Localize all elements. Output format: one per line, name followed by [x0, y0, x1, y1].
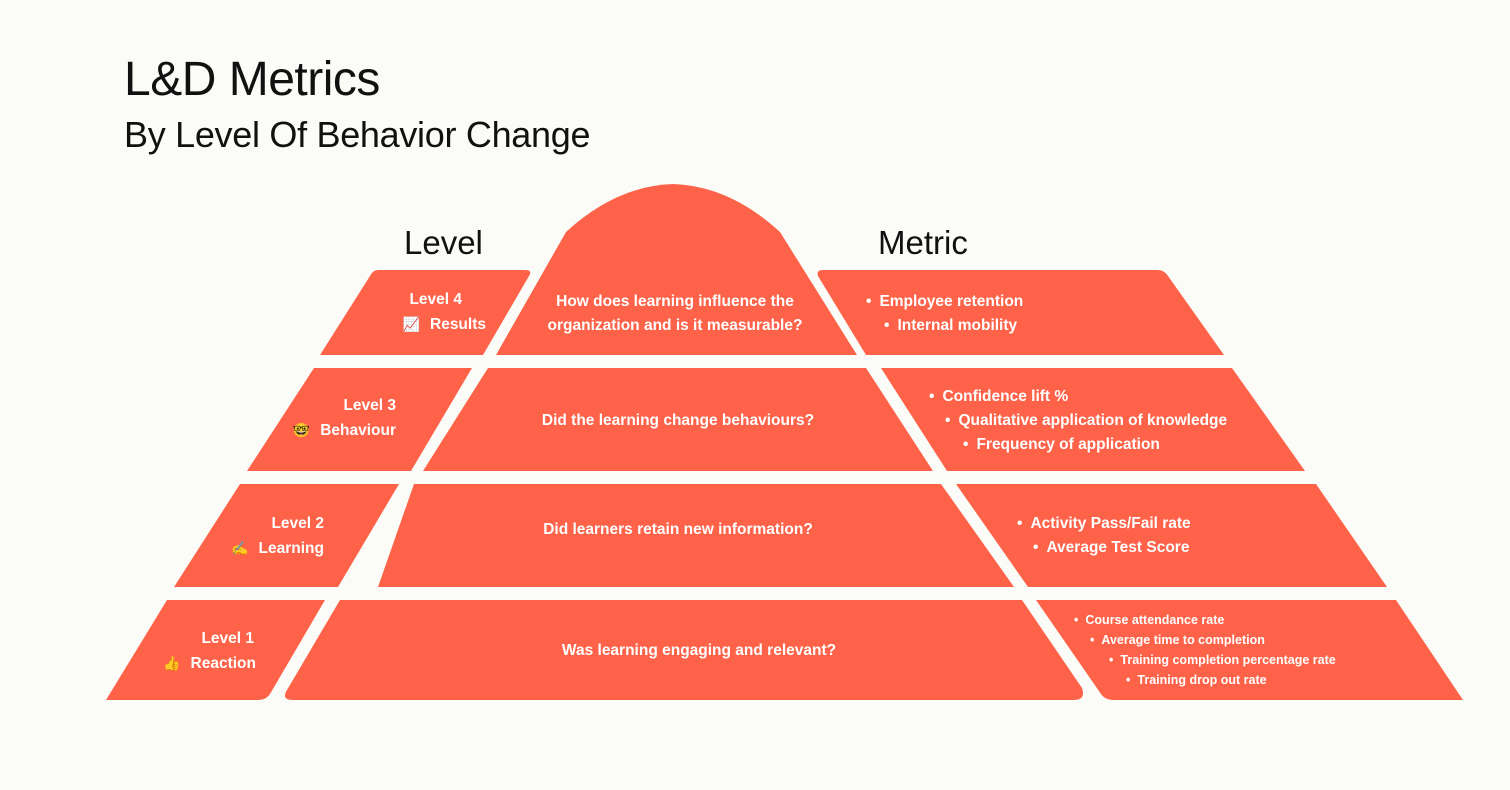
level-4-question: How does learning influence the organiza…	[547, 293, 803, 334]
level-3-question-segment	[423, 368, 933, 471]
metric-item: Course attendance rate	[1074, 610, 1301, 630]
level-4-label-segment	[320, 270, 531, 355]
level-2-question: Did learners retain new information?	[543, 521, 813, 538]
level-3-metrics: Confidence lift % Qualitative applicatio…	[929, 385, 1227, 457]
nerd-face-icon: 🤓	[292, 422, 311, 438]
level-1-question: Was learning engaging and relevant?	[561, 642, 837, 659]
page-subtitle: By Level Of Behavior Change	[124, 114, 591, 155]
metric-item: Employee retention	[866, 290, 1023, 314]
level-4-metrics: Employee retention Internal mobility	[866, 290, 1023, 338]
metric-item: Training completion percentage rate	[1109, 650, 1335, 670]
level-1-label: Level 1 👍 Reaction	[150, 627, 256, 676]
page-title: L&D Metrics	[124, 53, 380, 106]
metric-item: Confidence lift %	[929, 385, 1211, 409]
metric-item: Qualitative application of knowledge	[945, 409, 1227, 433]
thumbs-up-icon: 👍	[163, 655, 181, 671]
level-1-number: Level 1	[201, 630, 254, 647]
level-2-number: Level 2	[271, 515, 324, 532]
level-column-header: Level	[404, 224, 483, 261]
level-1-name: Reaction	[190, 655, 256, 672]
level-4-name: Results	[430, 316, 486, 333]
level-2-metrics: Activity Pass/Fail rate Average Test Sco…	[1017, 512, 1190, 560]
level-3-question: Did the learning change behaviours?	[541, 412, 815, 429]
chart-increasing-icon: 📈	[402, 316, 420, 332]
level-3-number: Level 3	[343, 397, 396, 414]
metric-column-header: Metric	[878, 224, 968, 261]
metric-item: Average Test Score	[1033, 536, 1207, 560]
writing-hand-icon: ✍️	[231, 540, 249, 556]
level-3-label: Level 3 🤓 Behaviour	[290, 394, 396, 443]
metric-item: Activity Pass/Fail rate	[1017, 512, 1190, 536]
level-4-question-segment	[496, 184, 857, 355]
level-2-question-segment	[378, 484, 1014, 587]
level-1-label-segment	[106, 600, 325, 700]
metric-item: Training drop out rate	[1126, 670, 1353, 690]
metric-item: Internal mobility	[884, 314, 1041, 338]
level-2-label: Level 2 ✍️ Learning	[216, 512, 324, 561]
level-3-name: Behaviour	[320, 422, 396, 439]
level-1-metrics: Course attendance rate Average time to c…	[1074, 610, 1335, 690]
level-4-label: Level 4 📈 Results	[376, 288, 486, 337]
metric-item: Frequency of application	[963, 433, 1245, 457]
metric-item: Average time to completion	[1090, 630, 1317, 650]
level-1-question-segment	[285, 600, 1083, 700]
level-2-label-segment	[174, 484, 399, 587]
level-3-label-segment	[247, 368, 472, 471]
level-2-name: Learning	[258, 540, 324, 557]
level-4-number: Level 4	[409, 291, 462, 308]
